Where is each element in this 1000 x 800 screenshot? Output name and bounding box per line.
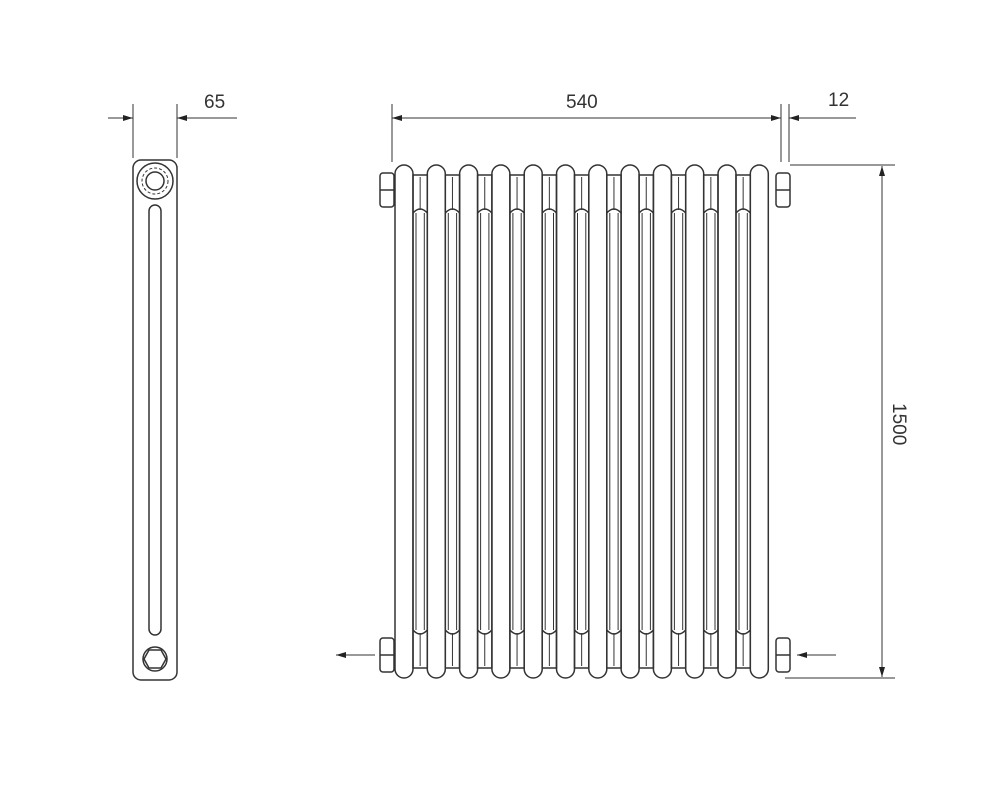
rear-tube-top [541, 208, 558, 214]
rear-tube-bottom [703, 629, 719, 635]
rear-tube-bottom [509, 629, 525, 635]
rear-tube [606, 174, 622, 669]
rear-tube-bottom [477, 629, 493, 635]
rear-tube-bottom [670, 629, 687, 635]
front-tube [749, 164, 770, 679]
front-tube [426, 164, 447, 679]
rear-tube [541, 174, 558, 669]
front-tube [458, 164, 479, 679]
rear-tube [638, 174, 655, 669]
rear-tube-top [412, 208, 428, 214]
rear-tube-bottom [444, 629, 461, 635]
front-view: 540 12 1500 [336, 90, 909, 679]
front-tube [491, 164, 511, 679]
right-top-fitting [775, 172, 791, 208]
front-tube [394, 164, 414, 679]
rear-tube [735, 174, 752, 669]
rear-tube [444, 174, 461, 669]
rear-tube-top [703, 208, 719, 214]
rear-tube-top [735, 208, 751, 214]
rear-tube-bottom [541, 629, 558, 635]
side-view: 65 [108, 92, 237, 681]
rear-tube [573, 174, 590, 669]
rear-tube [476, 174, 493, 669]
rear-tube-top [670, 208, 687, 214]
rear-tube-top [477, 208, 493, 214]
rear-tube-top [573, 208, 590, 214]
rear-tube [702, 174, 719, 669]
rear-tube [670, 174, 687, 669]
front-tube [717, 164, 737, 679]
front-tube [523, 164, 543, 679]
front-tube [555, 164, 576, 679]
width-dimension-label: 540 [566, 92, 598, 113]
left-bottom-fitting [379, 637, 395, 673]
rear-tube-bottom [735, 629, 751, 635]
offset-dimension-label: 12 [828, 90, 849, 111]
rear-tube [412, 174, 429, 669]
rear-tube-bottom [573, 629, 590, 635]
rear-tube-top [606, 208, 622, 214]
left-top-fitting [379, 172, 395, 208]
rear-tube-bottom [606, 629, 622, 635]
rear-tube-top [509, 208, 525, 214]
front-tube [620, 164, 640, 679]
rear-tube-bottom [412, 629, 428, 635]
rear-tube [509, 174, 525, 669]
front-tube [684, 164, 705, 679]
depth-dimension-label: 65 [204, 92, 225, 113]
right-bottom-fitting [775, 637, 791, 673]
rear-tube-bottom [638, 629, 654, 635]
front-tube [652, 164, 673, 679]
front-tube [588, 164, 608, 679]
rear-tube-top [444, 208, 461, 214]
rear-tube-top [638, 208, 654, 214]
height-dimension-label: 1500 [888, 403, 909, 445]
